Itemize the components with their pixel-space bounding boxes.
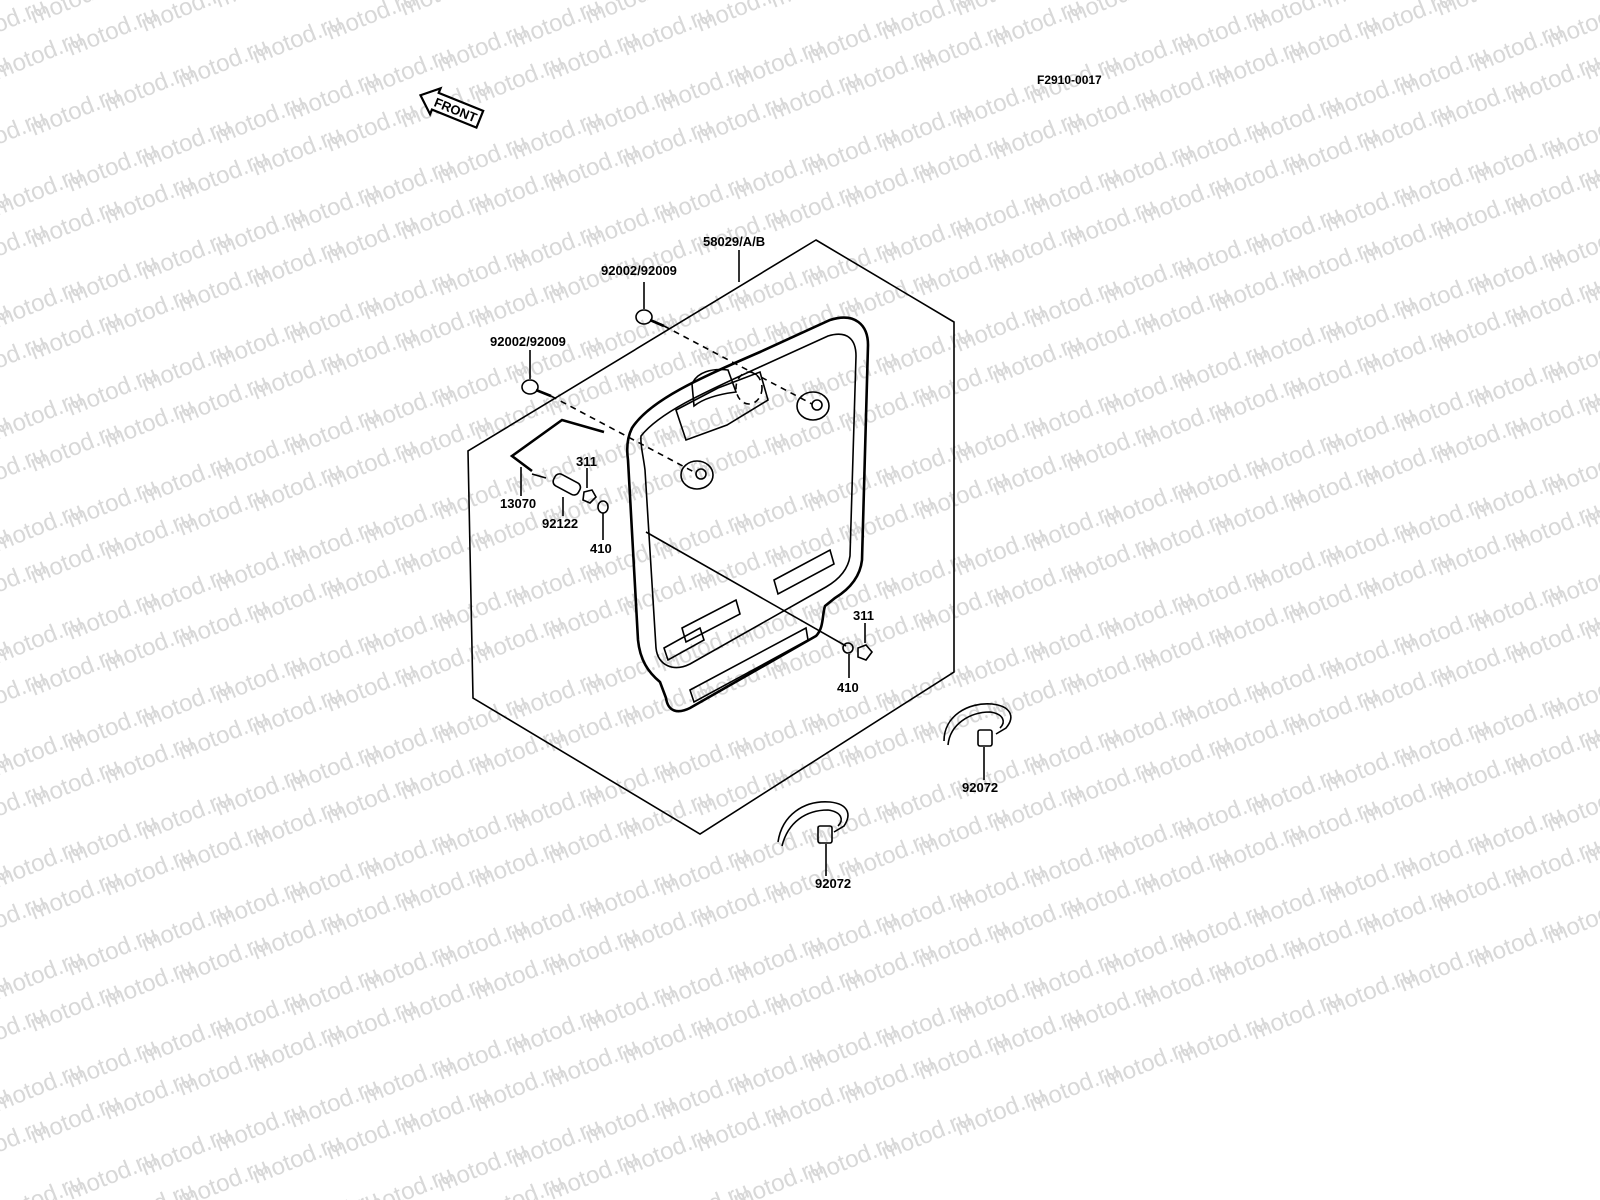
label-screw-left: 92002/92009 xyxy=(490,334,566,349)
assembly-outline xyxy=(467,239,955,835)
watermark-text: motod.ru xyxy=(1432,0,1530,22)
label-washer-upper: 410 xyxy=(590,541,612,556)
bracket-rod xyxy=(509,418,605,473)
washer-lower xyxy=(842,642,854,654)
label-clamp-right: 92072 xyxy=(962,780,998,795)
fender-plate xyxy=(625,316,870,713)
screw-upper xyxy=(635,309,665,328)
rubber-grommet-right xyxy=(796,391,830,421)
watermark-text: motod.ru xyxy=(211,0,309,14)
label-washer-lower: 410 xyxy=(837,680,859,695)
nut-upper xyxy=(582,489,597,504)
figure-code: F2910-0017 xyxy=(1037,73,1102,87)
watermark-text: motod.ru xyxy=(396,0,494,22)
label-nut-lower: 311 xyxy=(853,608,874,623)
hose-clamp-lower xyxy=(777,801,849,847)
collar xyxy=(552,473,582,496)
label-clamp-lower: 92072 xyxy=(815,876,851,891)
label-bracket: 13070 xyxy=(500,496,536,511)
watermark-text: motod.ru xyxy=(1543,0,1600,54)
label-fender-assembly: 58029/A/B xyxy=(703,234,765,249)
label-collar: 92122 xyxy=(542,516,578,531)
hose-clamp-right xyxy=(943,703,1012,747)
screw-left xyxy=(521,379,552,398)
rubber-grommet-left xyxy=(680,460,714,490)
nut-lower xyxy=(857,644,874,661)
watermark-text: motod.ru xyxy=(1136,0,1234,6)
front-arrow-icon: FRONT xyxy=(418,86,485,130)
watermark-text: motod.ru xyxy=(766,0,864,14)
label-screw-upper: 92002/92009 xyxy=(601,263,677,278)
label-nut-upper: 311 xyxy=(576,454,597,469)
